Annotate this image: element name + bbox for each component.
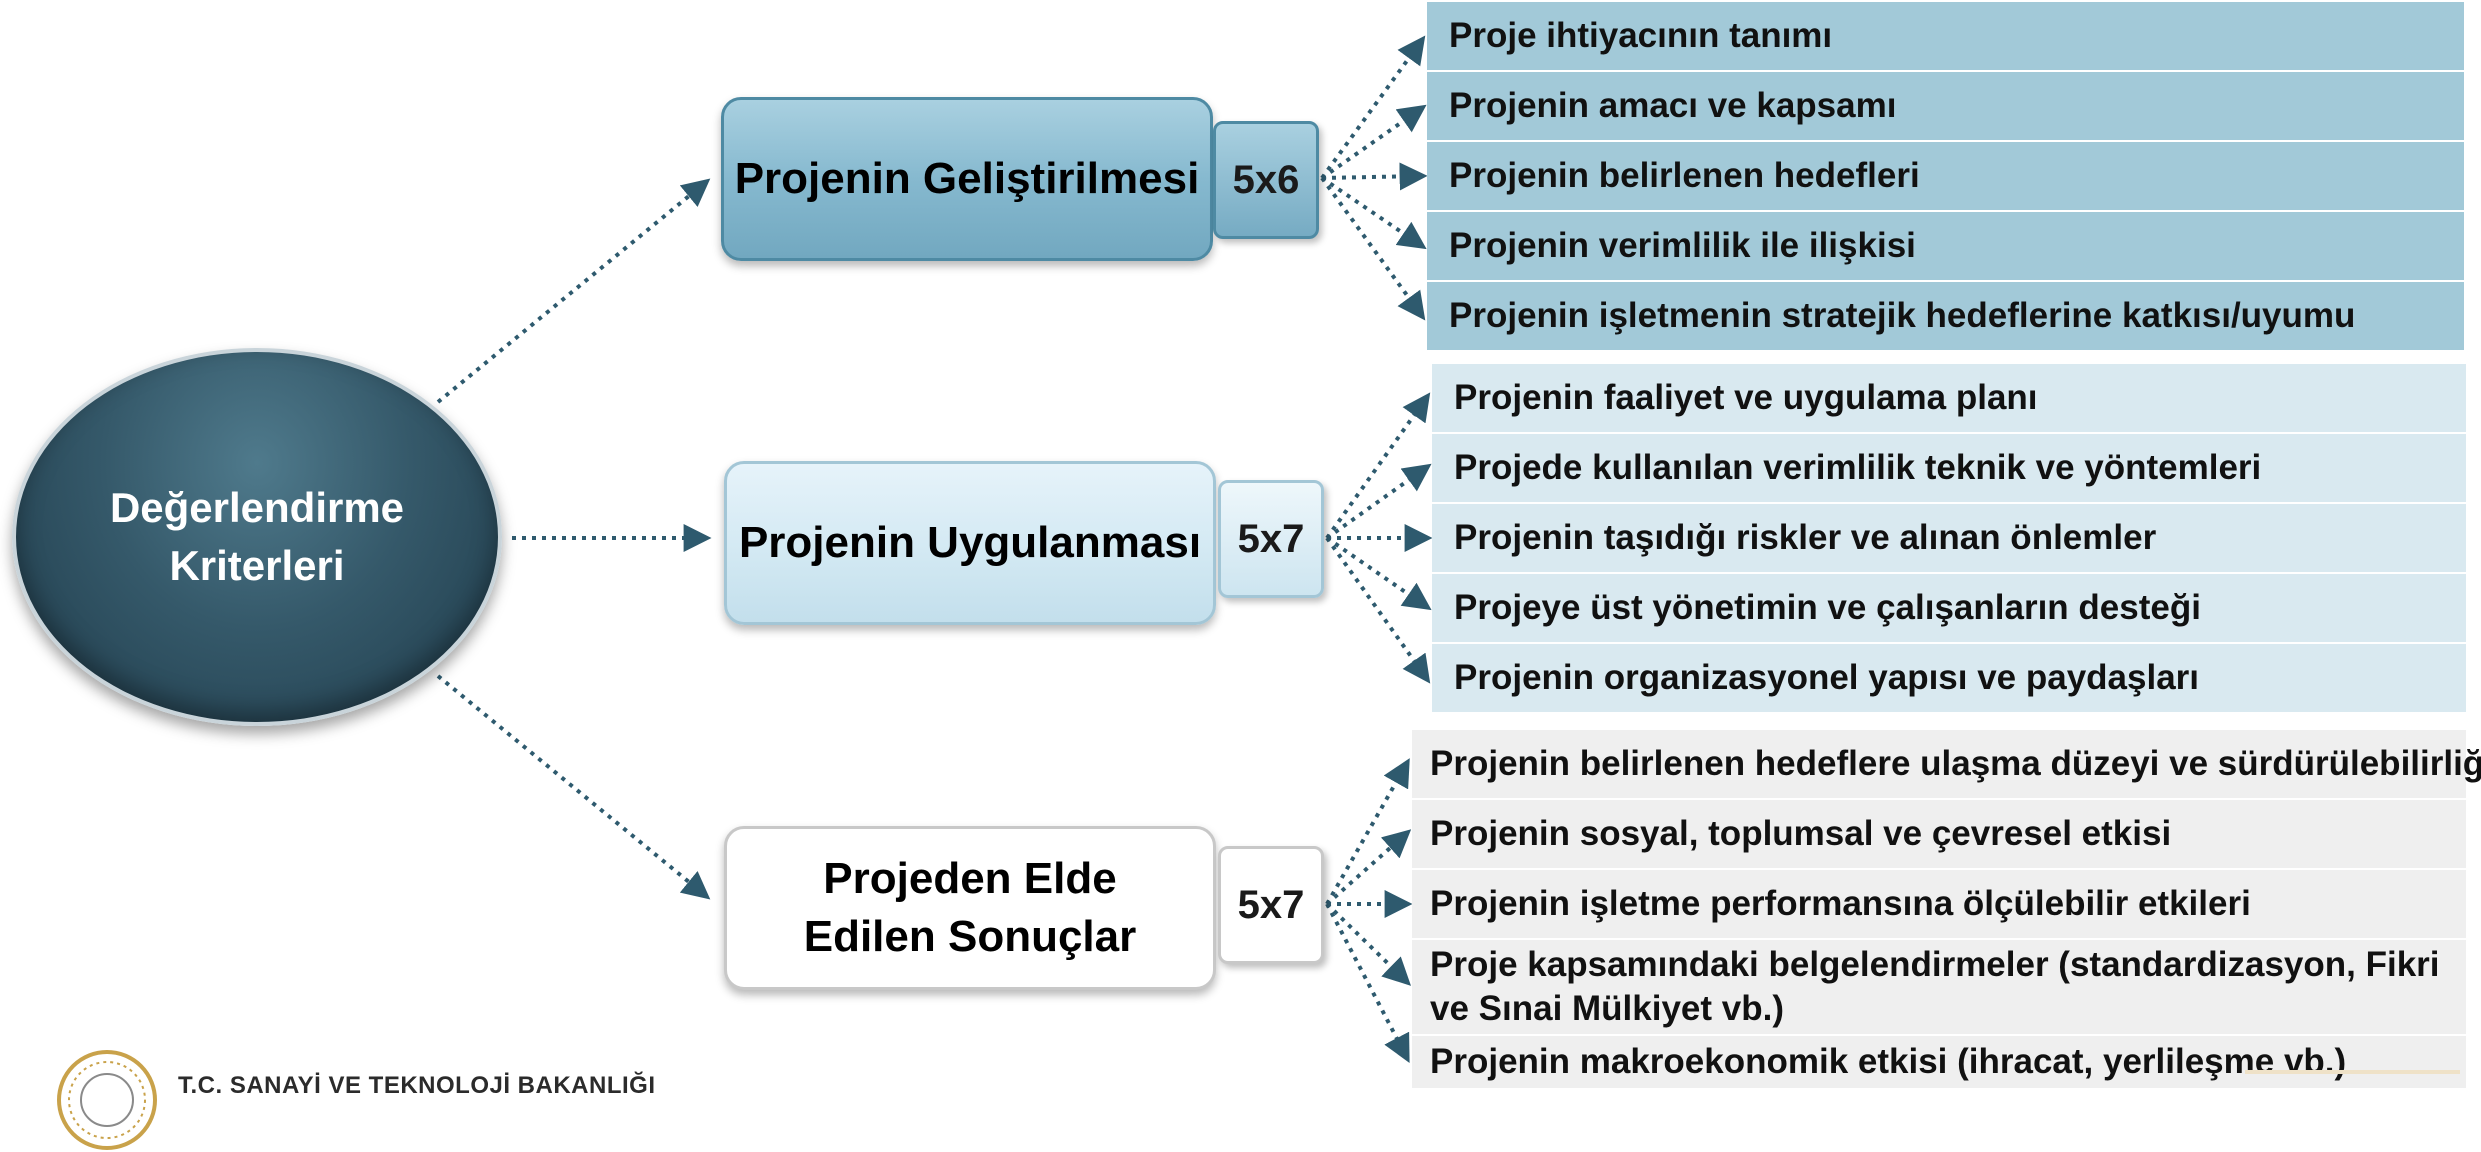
connector-layer: [436, 35, 1433, 1063]
criteria-item: Projenin verimlilik ile ilişkisi: [1427, 212, 2464, 280]
connector-cat3-item4: [1325, 902, 1412, 986]
criteria-item: Projenin belirlenen hedeflere ulaşma düz…: [1412, 730, 2481, 798]
criteria-item: Projenin sosyal, toplumsal ve çevresel e…: [1412, 800, 2466, 868]
footer-divider: [2245, 1070, 2460, 1074]
connector-root-cat3: [436, 674, 711, 900]
connector-cat3-item2: [1325, 829, 1412, 906]
criteria-item: Projede kullanılan verimlilik teknik ve …: [1432, 434, 2466, 502]
connector-cat2-item1: [1325, 392, 1431, 540]
connector-cat1-item1: [1320, 35, 1426, 180]
category-implementation: Projenin Uygulanması: [724, 461, 1216, 625]
connector-root-cat1: [436, 178, 711, 404]
criteria-item: Projenin taşıdığı riskler ve alınan önle…: [1432, 504, 2466, 572]
category-count-badge: 5x6: [1213, 121, 1319, 239]
category-results: Projeden Elde Edilen Sonuçlar: [724, 826, 1216, 990]
root-node: Değerlendirme Kriterleri: [12, 348, 502, 726]
category-count-badge: 5x7: [1218, 846, 1324, 964]
criteria-item: Projenin işletme performansına ölçülebil…: [1412, 870, 2466, 938]
criteria-item: Proje kapsamındaki belgelendirmeler (sta…: [1412, 940, 2466, 1034]
connector-cat2-item4: [1325, 536, 1432, 611]
criteria-item: Projenin amacı ve kapsamı: [1427, 72, 2464, 140]
category-count-badge: 5x7: [1218, 480, 1324, 598]
category-label: Projenin Uygulanması: [738, 518, 1202, 567]
connector-cat1-item4: [1320, 176, 1427, 250]
criteria-item: Projenin faaliyet ve uygulama planı: [1432, 364, 2466, 432]
connector-cat2-item2: [1325, 463, 1432, 540]
connector-cat1-item5: [1320, 176, 1426, 321]
connector-cat2-item5: [1325, 536, 1431, 684]
category-label: Projeden Elde Edilen Sonuçlar: [803, 854, 1137, 961]
ministry-name: T.C. SANAYİ VE TEKNOLOJİ BAKANLIĞI: [178, 1072, 656, 1099]
category-label: Projenin Geliştirilmesi: [734, 154, 1200, 203]
diagram-canvas: Değerlendirme Kriterleri Projenin Gelişt…: [12, 2, 2481, 1150]
connector-cat3-item5: [1325, 903, 1410, 1063]
criteria-item: Proje ihtiyacının tanımı: [1427, 2, 2464, 70]
category-development: Projenin Geliştirilmesi: [721, 97, 1213, 261]
connector-cat1-item3: [1321, 162, 1428, 191]
criteria-item: Projenin işletmenin stratejik hedeflerin…: [1427, 282, 2464, 350]
connector-cat1-item2: [1320, 104, 1427, 180]
root-label: Değerlendirme Kriterleri: [109, 484, 405, 589]
connector-cat3-item1: [1325, 758, 1410, 905]
criteria-item: Projenin belirlenen hedefleri: [1427, 142, 2464, 210]
ministry-emblem-icon: [57, 1050, 157, 1150]
criteria-item: Projeye üst yönetimin ve çalışanların de…: [1432, 574, 2466, 642]
criteria-item: Projenin organizasyonel yapısı ve paydaş…: [1432, 644, 2466, 712]
criteria-item: Projenin makroekonomik etkisi (ihracat, …: [1412, 1036, 2466, 1088]
